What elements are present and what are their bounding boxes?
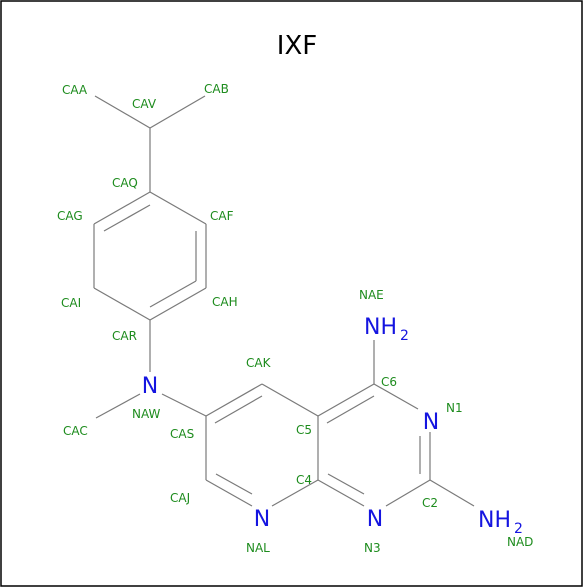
bond-naw-cac — [95, 393, 141, 419]
label-car: CAR — [112, 329, 137, 343]
label-caq: CAQ — [112, 176, 138, 190]
heteroatoms: N N N N NH 2 NH 2 — [142, 315, 523, 537]
label-c4: C4 — [296, 473, 312, 487]
bond-cai-car — [93, 287, 151, 321]
label-nad: NAD — [507, 535, 533, 549]
bond-cak-c5 — [261, 383, 319, 417]
bond-caa-cav — [94, 95, 151, 129]
bond-caj-nal-inner — [215, 473, 253, 495]
bond-cas-cak-inner — [214, 395, 263, 424]
label-cah: CAH — [212, 295, 238, 309]
bond-cah-car — [149, 287, 207, 321]
nitrogen-n1: N — [423, 410, 439, 435]
amine-nae: NH — [364, 315, 397, 340]
bond-caj-nal — [205, 479, 253, 507]
atom-labels: CAA CAB CAV CAQ CAG CAF CAI CAH CAR NAW … — [57, 82, 533, 555]
amine-nad: NH — [478, 508, 511, 533]
label-caj: CAJ — [170, 491, 190, 505]
label-cav: CAV — [132, 97, 157, 111]
amine-nae-subscript: 2 — [400, 328, 409, 344]
label-n3: N3 — [364, 541, 381, 555]
bond-nal-c4 — [271, 479, 319, 507]
label-cai: CAI — [61, 296, 81, 310]
nitrogen-naw: N — [142, 374, 158, 399]
bond-cas-cak — [205, 383, 263, 417]
bond-caq-cag-inner — [103, 204, 151, 232]
label-c6: C6 — [381, 375, 397, 389]
amine-nad-subscript: 2 — [514, 521, 523, 537]
bond-caq-cag — [93, 191, 151, 225]
label-caf: CAF — [210, 209, 234, 223]
bonds — [93, 95, 475, 507]
label-cab: CAB — [204, 82, 229, 96]
molecule-title: IXF — [277, 31, 317, 61]
label-nae: NAE — [359, 288, 384, 302]
label-naw: NAW — [132, 407, 161, 421]
bond-caq-caf — [149, 191, 207, 225]
bond-c5-c6 — [317, 383, 375, 417]
bond-cav-cab — [149, 95, 206, 129]
label-n1: N1 — [446, 401, 463, 415]
label-c2: C2 — [422, 496, 438, 510]
nitrogen-nal: N — [254, 507, 270, 532]
label-cag: CAG — [57, 209, 83, 223]
bond-c2-nad — [429, 479, 475, 507]
bond-c6-n1 — [373, 383, 419, 410]
bond-cah-car-inner — [149, 280, 197, 308]
label-caa: CAA — [62, 83, 88, 97]
bond-c5-c6-inner — [326, 395, 375, 424]
label-c5: C5 — [296, 423, 312, 437]
label-cac: CAC — [63, 424, 88, 438]
bond-naw-cas — [161, 393, 207, 417]
label-nal: NAL — [246, 541, 270, 555]
label-cas: CAS — [170, 427, 194, 441]
bond-n3-c4 — [317, 479, 365, 507]
bond-n3-c4-inner — [327, 473, 365, 495]
bond-c2-n3 — [385, 479, 431, 507]
label-cak: CAK — [246, 356, 272, 370]
nitrogen-n3: N — [367, 507, 383, 532]
